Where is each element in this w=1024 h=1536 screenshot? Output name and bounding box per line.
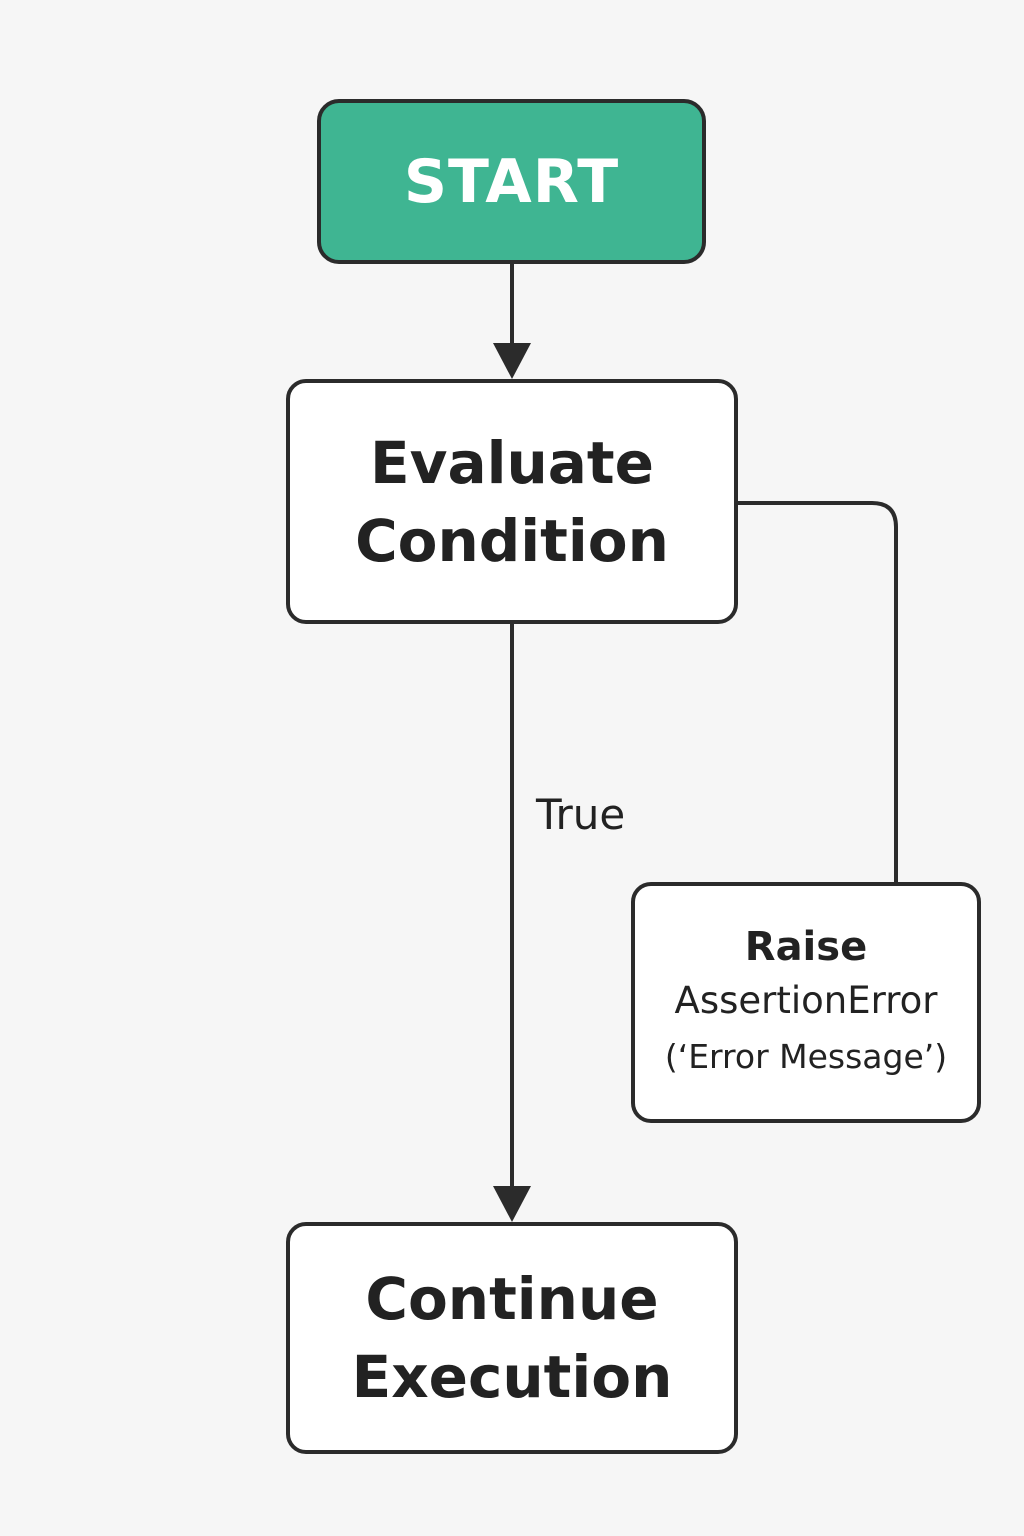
edge-evaluate-to-raise <box>738 501 898 882</box>
raise-assertion-error-node: Raise AssertionError (‘Error Message’) <box>631 882 981 1123</box>
arrowhead-to-evaluate <box>493 343 531 379</box>
true-edge-label: True <box>536 790 626 839</box>
continue-label-line-2: Execution <box>351 1343 673 1411</box>
evaluate-label-line-2: Condition <box>355 506 669 575</box>
start-node: START <box>317 99 706 264</box>
start-label: START <box>403 146 620 217</box>
evaluate-label-line-1: Evaluate <box>370 428 654 497</box>
continue-label-line-1: Continue <box>365 1265 659 1333</box>
continue-execution-node: Continue Execution <box>286 1222 738 1454</box>
arrowhead-to-continue <box>493 1186 531 1222</box>
raise-label-line-3: (‘Error Message’) <box>664 1036 948 1076</box>
evaluate-condition-node: Evaluate Condition <box>286 379 738 624</box>
raise-label-line-1: Raise <box>744 923 868 970</box>
raise-label-line-2: AssertionError <box>674 978 938 1022</box>
